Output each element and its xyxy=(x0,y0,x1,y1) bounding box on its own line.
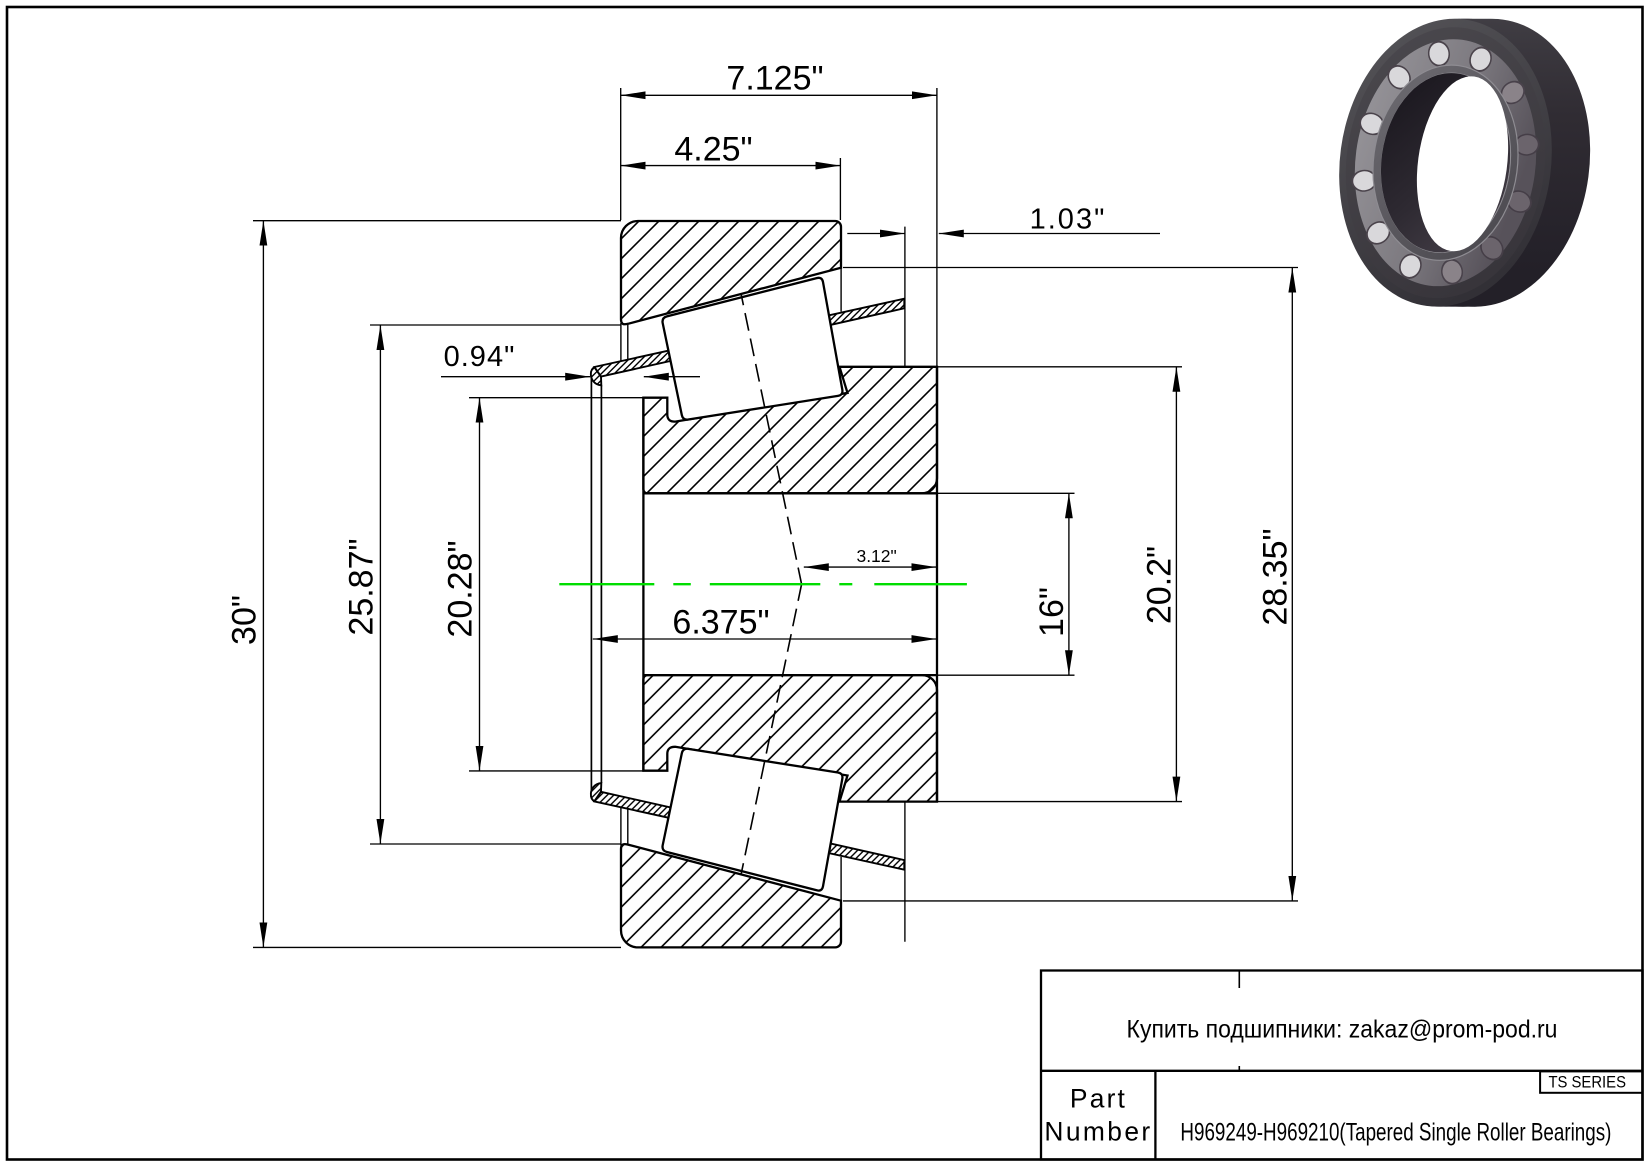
svg-text:25.87": 25.87" xyxy=(342,538,380,635)
svg-text:7.125": 7.125" xyxy=(726,60,823,98)
svg-text:H969249-H969210(Tapered Single: H969249-H969210(Tapered Single Roller Be… xyxy=(1180,1118,1611,1146)
svg-text:6.375": 6.375" xyxy=(672,604,769,642)
svg-text:20.2": 20.2" xyxy=(1140,546,1178,624)
svg-text:0.94": 0.94" xyxy=(444,341,516,373)
svg-text:4.25": 4.25" xyxy=(674,131,752,169)
svg-text:Number: Number xyxy=(1044,1117,1152,1147)
svg-text:3.12": 3.12" xyxy=(856,546,896,566)
svg-text:1.03": 1.03" xyxy=(1030,204,1107,236)
svg-text:Part: Part xyxy=(1070,1084,1127,1114)
svg-text:30": 30" xyxy=(225,595,263,645)
svg-text:20.28": 20.28" xyxy=(442,540,480,637)
svg-text:Купить подшипники: zakaz@prom-: Купить подшипники: zakaz@prom-pod.ru xyxy=(1127,1016,1558,1044)
svg-text:TS SERIES: TS SERIES xyxy=(1548,1074,1626,1092)
svg-text:16": 16" xyxy=(1033,587,1071,637)
svg-text:28.35": 28.35" xyxy=(1256,528,1294,625)
